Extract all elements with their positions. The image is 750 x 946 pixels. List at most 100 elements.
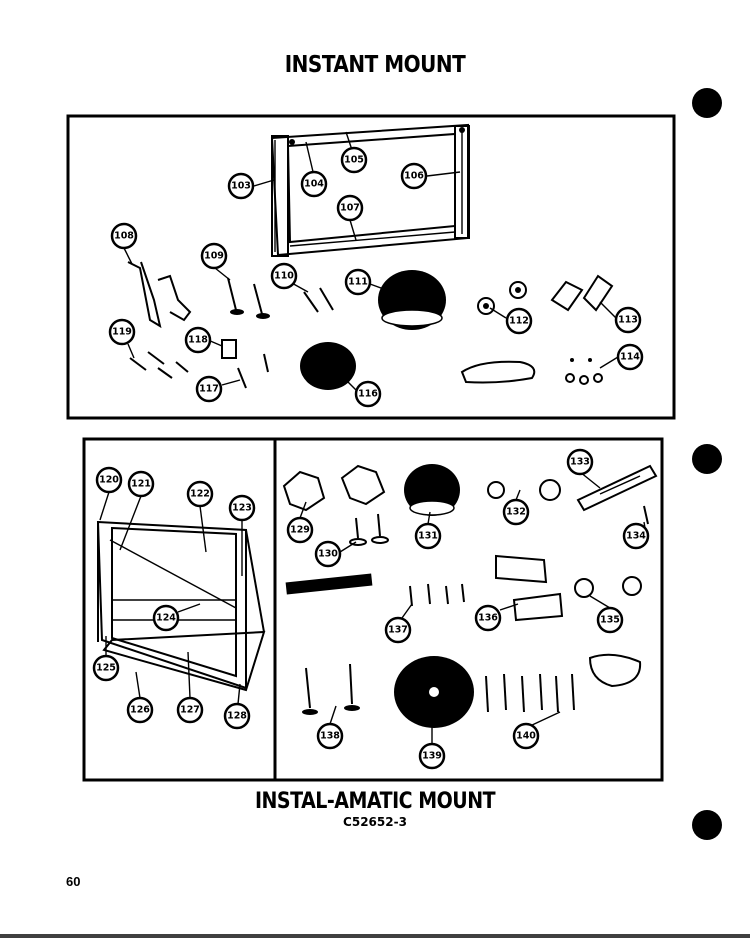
callout-135: 135 bbox=[596, 606, 624, 634]
svg-text:130: 130 bbox=[318, 549, 338, 560]
scan-edge bbox=[0, 934, 750, 938]
svg-text:109: 109 bbox=[204, 251, 224, 262]
svg-text:138: 138 bbox=[320, 731, 340, 742]
binder-hole-bottom bbox=[692, 810, 722, 840]
svg-text:125: 125 bbox=[96, 663, 116, 674]
part-129-clips bbox=[282, 464, 386, 512]
callout-125: 125 bbox=[92, 654, 120, 682]
svg-text:119: 119 bbox=[112, 327, 132, 338]
callout-105: 105 bbox=[340, 146, 368, 174]
svg-text:117: 117 bbox=[199, 384, 219, 395]
svg-text:105: 105 bbox=[344, 155, 364, 166]
part-113-clips bbox=[550, 274, 614, 312]
svg-text:137: 137 bbox=[388, 625, 408, 636]
callout-107: 107 bbox=[336, 194, 364, 222]
svg-text:124: 124 bbox=[156, 613, 176, 624]
svg-text:132: 132 bbox=[506, 507, 526, 518]
callout-140: 140 bbox=[512, 722, 540, 750]
callout-122: 122 bbox=[186, 480, 214, 508]
svg-text:136: 136 bbox=[478, 613, 498, 624]
svg-text:126: 126 bbox=[130, 705, 150, 716]
svg-text:108: 108 bbox=[114, 231, 134, 242]
part-114-hardware bbox=[565, 358, 603, 385]
svg-text:123: 123 bbox=[232, 503, 252, 514]
part-138-bolts bbox=[302, 663, 360, 715]
callout-123: 123 bbox=[228, 494, 256, 522]
svg-text:135: 135 bbox=[600, 615, 620, 626]
part-133-bracket bbox=[576, 464, 658, 512]
part-pad bbox=[588, 653, 642, 688]
callout-114: 114 bbox=[616, 343, 644, 371]
part-code: C52652-3 bbox=[343, 815, 407, 829]
callout-137: 137 bbox=[384, 616, 412, 644]
callout-134: 134 bbox=[622, 522, 650, 550]
svg-text:139: 139 bbox=[422, 751, 442, 762]
part-112-knobs bbox=[477, 281, 527, 315]
callout-136: 136 bbox=[474, 604, 502, 632]
svg-text:112: 112 bbox=[509, 316, 529, 327]
callout-130: 130 bbox=[314, 540, 342, 568]
callout-132: 132 bbox=[502, 498, 530, 526]
svg-text:131: 131 bbox=[418, 531, 438, 542]
instal-amatic-frame bbox=[96, 520, 266, 692]
svg-text:122: 122 bbox=[190, 489, 210, 500]
callout-103: 103 bbox=[227, 172, 255, 200]
callout-127: 127 bbox=[176, 696, 204, 724]
callout-124: 124 bbox=[152, 604, 180, 632]
part-108-brackets bbox=[127, 261, 192, 329]
svg-text:113: 113 bbox=[618, 315, 638, 326]
callout-120: 120 bbox=[95, 466, 123, 494]
svg-text:103: 103 bbox=[231, 181, 251, 192]
svg-text:110: 110 bbox=[274, 271, 294, 282]
part-139-roll bbox=[394, 656, 474, 728]
part-strip bbox=[285, 573, 373, 595]
part-119-screws bbox=[129, 351, 189, 379]
callout-139: 139 bbox=[418, 742, 446, 770]
svg-text:127: 127 bbox=[180, 705, 200, 716]
svg-text:128: 128 bbox=[227, 711, 247, 722]
svg-text:133: 133 bbox=[570, 457, 590, 468]
callout-133: 133 bbox=[566, 448, 594, 476]
instal-amatic-panel bbox=[82, 437, 664, 782]
callout-121: 121 bbox=[127, 470, 155, 498]
part-140-screws bbox=[485, 673, 575, 713]
part-131-roll bbox=[404, 464, 460, 516]
svg-text:140: 140 bbox=[516, 731, 536, 742]
part-111-roll bbox=[378, 270, 446, 330]
callout-119: 119 bbox=[108, 318, 136, 346]
svg-text:134: 134 bbox=[626, 531, 646, 542]
svg-text:116: 116 bbox=[358, 389, 378, 400]
svg-text:118: 118 bbox=[188, 335, 208, 346]
svg-text:107: 107 bbox=[340, 203, 360, 214]
svg-text:120: 120 bbox=[99, 475, 119, 486]
part-132-knobs bbox=[487, 479, 561, 501]
part-117-screw bbox=[237, 353, 269, 389]
svg-text:114: 114 bbox=[620, 352, 640, 363]
svg-text:121: 121 bbox=[131, 479, 151, 490]
instant-mount-panel bbox=[66, 114, 676, 420]
instant-frame bbox=[270, 123, 470, 257]
callout-113: 113 bbox=[614, 306, 642, 334]
svg-text:104: 104 bbox=[304, 179, 324, 190]
binder-hole-top bbox=[692, 88, 722, 118]
callout-126: 126 bbox=[126, 696, 154, 724]
part-134-screw bbox=[643, 505, 649, 525]
callout-116: 116 bbox=[354, 380, 382, 408]
callout-108: 108 bbox=[110, 222, 138, 250]
svg-text:129: 129 bbox=[290, 525, 310, 536]
section-title: INSTAL-AMATIC MOUNT bbox=[254, 788, 496, 814]
page-title: INSTANT MOUNT bbox=[284, 50, 466, 78]
callout-128: 128 bbox=[223, 702, 251, 730]
part-135-knobs bbox=[574, 576, 642, 598]
part-115-pad bbox=[460, 360, 536, 384]
callout-110: 110 bbox=[270, 262, 298, 290]
callout-104: 104 bbox=[300, 170, 328, 198]
callout-117: 117 bbox=[195, 375, 223, 403]
part-137-screws bbox=[409, 583, 465, 607]
part-116-roll bbox=[300, 342, 356, 390]
page-number: 60 bbox=[66, 874, 81, 889]
callout-129: 129 bbox=[286, 516, 314, 544]
svg-text:106: 106 bbox=[404, 171, 424, 182]
callout-111: 111 bbox=[344, 268, 372, 296]
part-136-clips bbox=[495, 554, 564, 622]
